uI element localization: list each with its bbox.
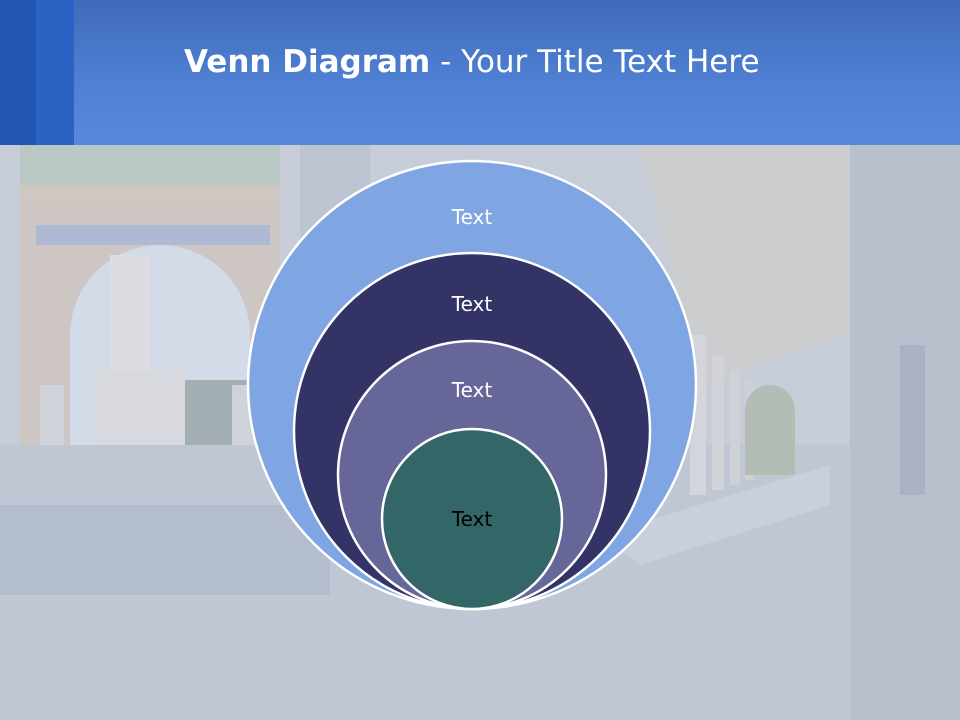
slide-title: Venn Diagram - Your Title Text Here xyxy=(184,40,760,84)
header-stripe-mid xyxy=(36,0,74,145)
slide-title-rest: - Your Title Text Here xyxy=(430,44,760,80)
header-stripe-dark xyxy=(0,0,36,145)
venn-circle-second-label: Text xyxy=(451,292,493,316)
slide-title-bold: Venn Diagram xyxy=(184,44,431,80)
header-bar: Venn Diagram - Your Title Text Here xyxy=(0,0,960,145)
venn-circle-inner-label: Text xyxy=(451,507,493,531)
venn-circle-inner: Text xyxy=(380,427,564,611)
venn-circle-outer-label: Text xyxy=(451,205,493,229)
venn-circle-third-label: Text xyxy=(451,378,493,402)
venn-circle-inner-shape xyxy=(380,427,564,611)
